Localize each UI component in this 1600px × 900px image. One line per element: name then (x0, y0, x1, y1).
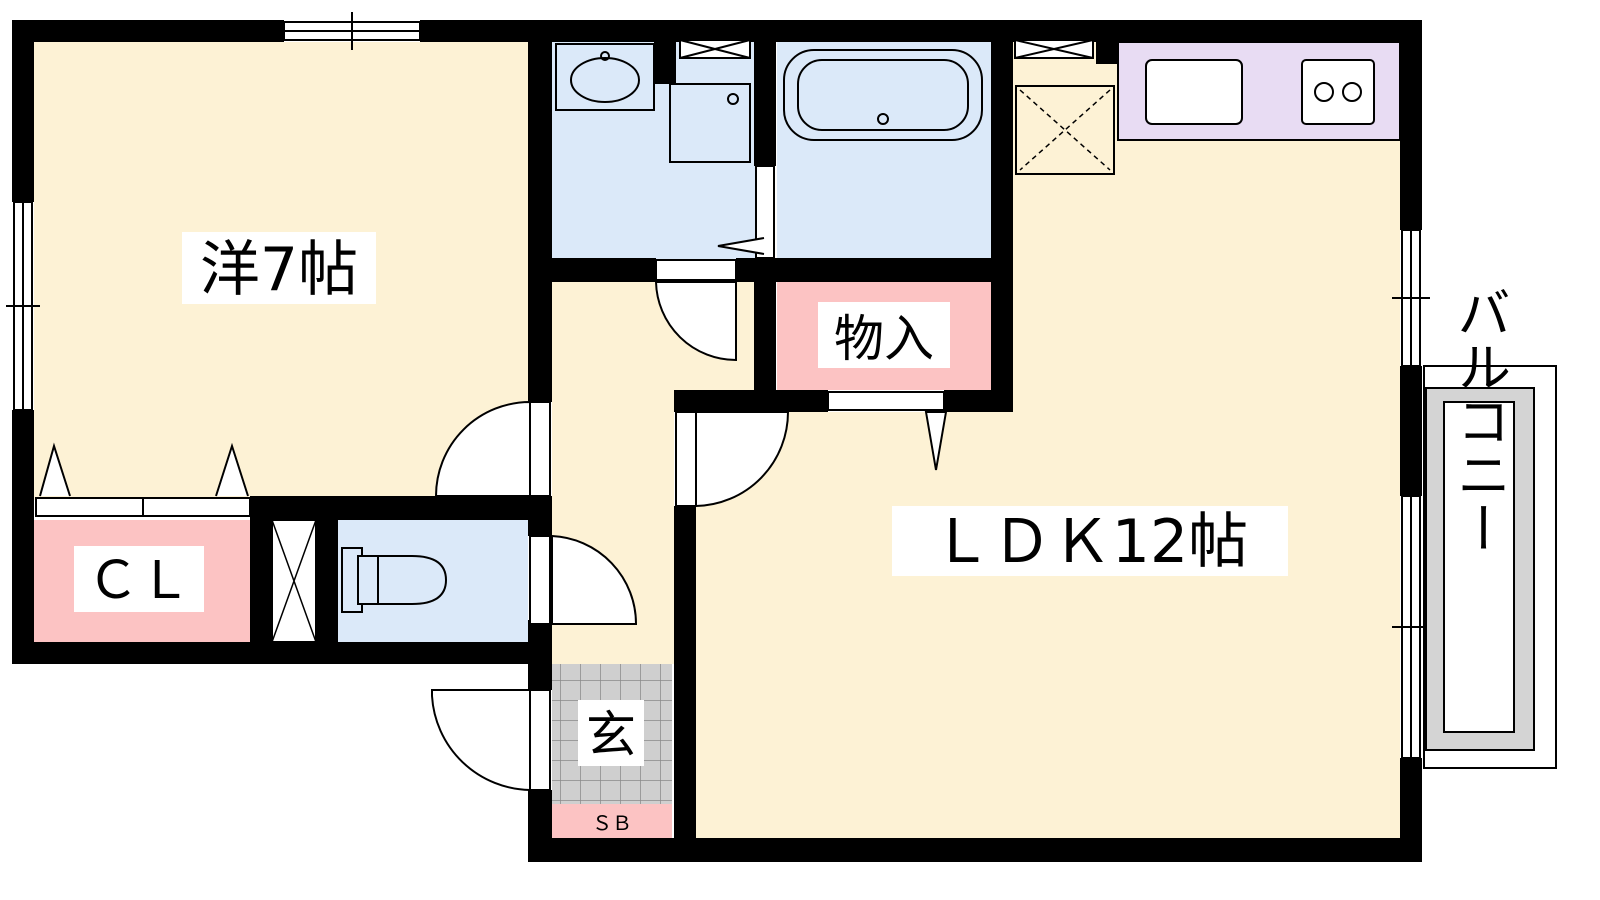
wall-ldk-top-right (944, 390, 1013, 412)
closet-label: ＣＬ (87, 551, 191, 611)
burner-right (1342, 82, 1362, 102)
pipe-space-cross (271, 519, 317, 643)
bathtub-drain (877, 113, 889, 125)
storage-label: 物入 (834, 310, 934, 368)
drain-washer (727, 93, 739, 105)
bathtub (783, 49, 983, 141)
wall-fridge-stub (1096, 20, 1118, 64)
wall-right-mid (1400, 366, 1422, 496)
wall-closet-right (250, 496, 272, 664)
wall-bottom-right (528, 838, 1422, 862)
wall-top-left (12, 20, 284, 42)
door-western (434, 400, 531, 497)
wall-wash-bath-divider (754, 20, 776, 166)
wall-left (12, 20, 34, 202)
wall-kitchen-vent (654, 20, 676, 84)
doors (35, 165, 948, 791)
wall-hall-ldk (674, 506, 696, 862)
burner-left (1314, 82, 1334, 102)
walls (12, 20, 1422, 862)
shoebox-label: ＳＢ (592, 811, 632, 835)
labels: 洋7帖 ＬＤＫ12帖 ＣＬ 物入 玄 ＳＢ バルコニー (74, 232, 1511, 835)
door-ldk (695, 411, 790, 508)
wall-wet-bottom (528, 258, 656, 282)
balcony-label: バルコニー (1448, 285, 1511, 555)
ldk-label: ＬＤＫ12帖 (932, 507, 1248, 577)
kitchen (1015, 41, 1401, 175)
bathtub-inner (797, 59, 969, 131)
wall-right-bottom (1400, 758, 1422, 862)
wall-western-right (528, 20, 552, 402)
wall-top-middle (420, 20, 1422, 42)
wall-closet-top (250, 496, 552, 520)
shoebox-floor (552, 804, 672, 838)
door-bath (755, 165, 775, 259)
wall-bath-right (991, 20, 1013, 412)
kitchen-sink (1145, 59, 1243, 125)
wall-bottom-left (12, 642, 552, 664)
faucet (600, 51, 610, 61)
balcony-inner (1443, 401, 1515, 733)
western-room-label: 洋7帖 (200, 235, 358, 305)
ldk-floor (696, 42, 1400, 838)
wall-storage-left (754, 282, 776, 412)
wall-entrance-left-lower (528, 790, 552, 862)
wall-wash-bath-divider-low (754, 258, 776, 282)
stove (1301, 59, 1375, 125)
wall-toilet-left (316, 496, 338, 664)
wall-right-top (1400, 20, 1422, 230)
wall-ldk-top-left (674, 390, 828, 412)
entrance-label: 玄 (586, 706, 636, 764)
wall-entrance-left (528, 620, 552, 690)
wall-wet-bottom-right (736, 258, 1012, 282)
balcony (1423, 365, 1557, 769)
wall-hall-ldk-upper (674, 390, 696, 412)
door-toilet (551, 534, 638, 625)
toilet-bowl (377, 555, 448, 605)
door-wash (654, 281, 737, 362)
fridge-space (1015, 85, 1115, 175)
fixtures (271, 43, 983, 643)
door-storage (827, 391, 945, 411)
wall-left-lower (12, 410, 34, 664)
windows (6, 12, 1430, 759)
fridge-space-cross (1019, 89, 1111, 171)
washbasin-bowl (570, 57, 640, 103)
toilet-tank-inner (357, 555, 379, 605)
